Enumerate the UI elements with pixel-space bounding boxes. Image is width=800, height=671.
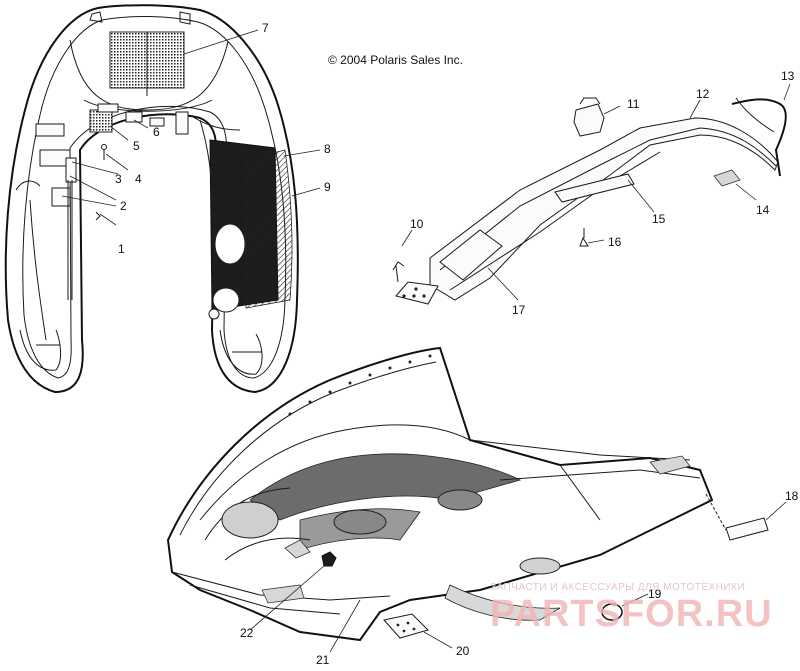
- watermark-brand: PARTSFOR.RU: [490, 593, 773, 635]
- inner-shadow: [249, 453, 522, 521]
- callout-14: 14: [756, 203, 770, 217]
- callout-16: 16: [608, 235, 622, 249]
- callout-18: 18: [785, 489, 799, 503]
- hood-interior-view: [4, 4, 299, 394]
- hood-inner-rim: [22, 16, 287, 379]
- callout-20: 20: [456, 644, 470, 658]
- clip-11: [573, 103, 605, 137]
- callout-5: 5: [133, 139, 140, 153]
- watermark: ЗАПЧАСТИ И АКСЕССУАРЫ ДЛЯ МОТОТЕХНИКИ PA…: [490, 582, 773, 635]
- board-assembly: [392, 97, 787, 305]
- callout-12: 12: [696, 87, 710, 101]
- callout-4: 4: [135, 172, 142, 186]
- callout-7: 7: [262, 21, 269, 35]
- callout-10: 10: [410, 217, 424, 231]
- copyright-notice: © 2004 Polaris Sales Inc.: [328, 53, 463, 67]
- callout-11: 11: [627, 97, 640, 111]
- callout-6: 6: [153, 125, 160, 139]
- plate-20: [383, 613, 429, 639]
- callout-8: 8: [324, 142, 331, 156]
- decal-17: [439, 229, 503, 281]
- cable-13: [731, 98, 787, 177]
- leader-lines: [61, 29, 791, 653]
- hatch-panel: [244, 149, 293, 309]
- callout-13: 13: [781, 69, 795, 83]
- callout-21: 21: [316, 653, 330, 667]
- hood-outline: [4, 4, 299, 394]
- nut-22: [321, 551, 337, 567]
- callout-9: 9: [324, 180, 331, 194]
- rim-rivets: [288, 354, 432, 416]
- label-plate-5: [89, 109, 113, 133]
- callout-17: 17: [512, 303, 526, 317]
- callout-3: 3: [115, 172, 122, 186]
- callout-22: 22: [240, 626, 254, 640]
- callout-1: 1: [118, 242, 125, 256]
- callout-15: 15: [652, 212, 666, 226]
- board-body: [429, 117, 779, 301]
- bracket-plate: [395, 281, 439, 305]
- decal-15: [554, 173, 635, 203]
- callout-2: 2: [120, 199, 127, 213]
- plate-18: [725, 517, 769, 541]
- pad-14: [713, 169, 741, 187]
- hood-exterior-view: [166, 346, 769, 642]
- watermark-tagline: ЗАПЧАСТИ И АКСЕССУАРЫ ДЛЯ МОТОТЕХНИКИ: [490, 582, 745, 593]
- callout-19: 19: [648, 587, 662, 601]
- callout-labels: 1 2 3 4 5 6 7 8 9 10 11 12 13 14 15 16 1…: [115, 21, 799, 667]
- cap-19: [601, 603, 623, 621]
